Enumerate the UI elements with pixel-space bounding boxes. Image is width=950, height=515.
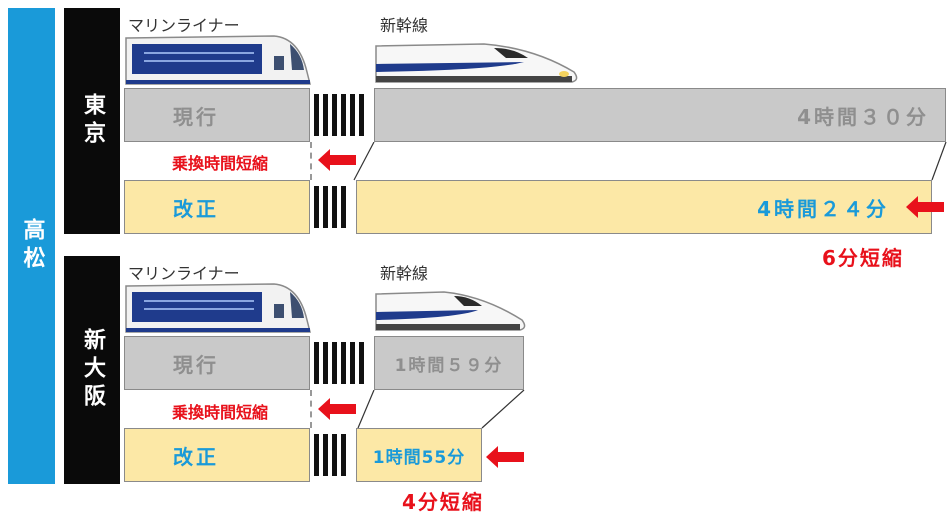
red-arrow-left-icon (906, 196, 944, 218)
dashed-guide (310, 142, 312, 180)
transfer-shortened-note: 乗換時間短縮 (172, 154, 269, 173)
transfer-shortened-note: 乗換時間短縮 (172, 403, 269, 422)
current-shinkansen-bar: 1時間５９分 (374, 336, 524, 390)
revised-shinkansen-bar: 1時間55分 (356, 428, 482, 482)
transfer-wait-hatch (314, 342, 364, 384)
transfer-wait-hatch (314, 94, 364, 136)
current-marine-liner-bar: 現行 (124, 88, 310, 142)
dashed-guide (310, 390, 312, 428)
current-total-time: 1時間５９分 (394, 355, 504, 376)
time-saving-label: 4分短縮 (402, 490, 484, 514)
current-label: 現行 (173, 104, 219, 129)
revised-label: 改正 (173, 196, 219, 221)
shift-connector-lines (353, 142, 947, 181)
current-shinkansen-bar: 4時間３０分 (374, 88, 946, 142)
train-label-shinkansen: 新幹線 (380, 16, 429, 35)
red-arrow-left-icon (318, 149, 356, 171)
time-saving-label: 6分短縮 (822, 246, 904, 270)
destination-shin-osaka: 新大阪 (64, 256, 120, 484)
revised-shinkansen-bar: 4時間２４分 (356, 180, 932, 234)
transfer-wait-hatch-short (314, 434, 346, 476)
current-marine-liner-bar: 現行 (124, 336, 310, 390)
transfer-wait-hatch-short (314, 186, 346, 228)
revised-total-time: 1時間55分 (372, 447, 466, 468)
current-label: 現行 (173, 352, 219, 377)
destination-tokyo: 東京 (64, 8, 120, 234)
red-arrow-left-icon (486, 446, 524, 468)
shinkansen-train-icon (375, 291, 526, 331)
red-arrow-left-icon (318, 398, 356, 420)
shift-connector-lines (357, 390, 525, 429)
revised-marine-liner-bar: 改正 (124, 180, 310, 234)
revised-marine-liner-bar: 改正 (124, 428, 310, 482)
train-label-marine-liner: マリンライナー (128, 264, 240, 283)
train-label-shinkansen: 新幹線 (380, 264, 429, 283)
train-label-marine-liner: マリンライナー (128, 16, 240, 35)
current-total-time: 4時間３０分 (797, 104, 929, 129)
marine-liner-train-icon (125, 35, 311, 85)
shinkansen-train-icon (375, 43, 578, 83)
marine-liner-train-icon (125, 283, 311, 333)
origin-label: 高松 (8, 8, 55, 484)
revised-label: 改正 (173, 444, 219, 469)
revised-total-time: 4時間２４分 (757, 196, 889, 221)
